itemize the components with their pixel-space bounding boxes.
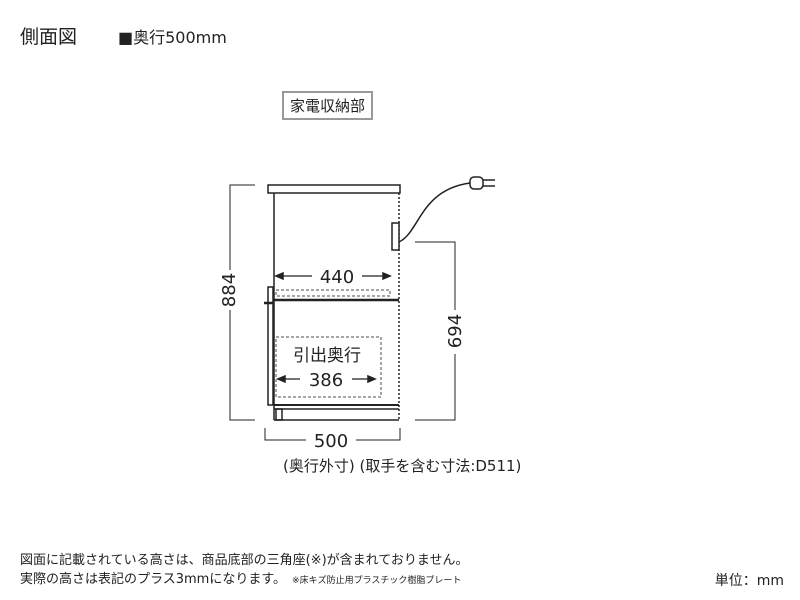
door-edge	[267, 286, 274, 406]
drawer-depth-title: 引出奥行	[293, 346, 361, 366]
top-board	[267, 184, 401, 194]
height-694-label: 694	[445, 314, 466, 348]
note-line-1: 図面に記載されている高さは、商品底部の三角座(※)が含まれておりません。	[20, 553, 469, 568]
drawer-outline	[275, 336, 382, 398]
height-884-label: 884	[219, 273, 240, 307]
footnote: ※床キズ防止用プラスチック樹脂プレート	[292, 576, 462, 586]
depth-500-label: 500	[314, 431, 348, 452]
power-cord	[398, 182, 471, 243]
note-line-2-text: 実際の高さは表記のプラス3mmになります。	[20, 572, 287, 587]
depth-caption: (奥行外寸) (取手を含む寸法:D511)	[283, 457, 522, 475]
outlet-icon	[391, 222, 400, 251]
plug-icon	[469, 176, 484, 190]
width-440-label: 440	[320, 267, 354, 288]
unit-label: 単位：mm	[714, 573, 784, 589]
shelf	[275, 289, 391, 297]
section-label: 家電収納部	[282, 91, 374, 120]
note-line-2: 実際の高さは表記のプラス3mmになります。 ※床キズ防止用プラスチック樹脂プレート	[20, 568, 461, 587]
drawing-title: 側面図	[20, 26, 78, 48]
drawer-depth-386-label: 386	[309, 370, 343, 391]
depth-subtitle: ■奥行500mm	[118, 28, 227, 47]
plinth	[275, 408, 283, 421]
